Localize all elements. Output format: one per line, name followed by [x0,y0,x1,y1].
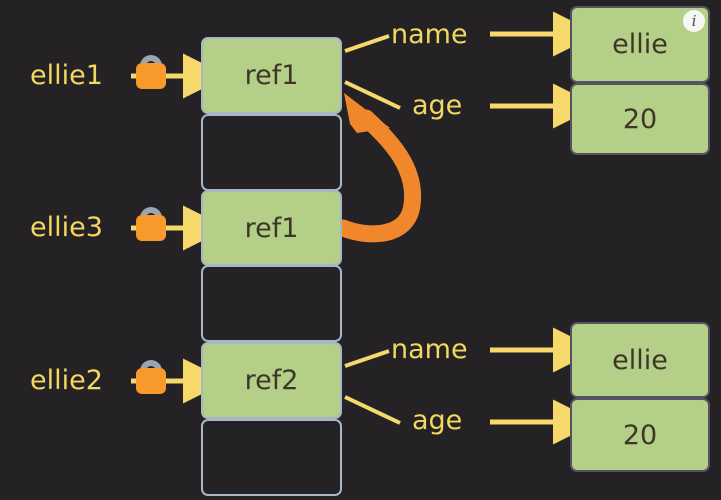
object-field-value-obj2-age[interactable]: 20 [570,398,710,472]
object-field-value-obj2-name[interactable]: ellie [570,322,710,398]
stack-cell-5[interactable] [201,419,342,496]
lock-icon-ellie3 [136,207,166,241]
variable-label-ellie2: ellie2 [30,365,103,396]
lock-icon-ellie2 [136,360,166,394]
field-connector-obj2-name [344,349,390,368]
stack-cell-3[interactable] [201,265,342,342]
variable-label-ellie1: ellie1 [30,60,103,91]
stack-cell-4[interactable]: ref2 [201,342,342,419]
field-label-obj1-name: name [391,19,468,50]
stack-cell-0[interactable]: ref1 [201,37,342,114]
field-label-obj2-name: name [391,334,468,365]
variable-label-ellie3: ellie3 [30,212,103,243]
field-connector-obj1-name [344,34,390,53]
field-label-obj1-age: age [412,90,463,121]
lock-icon-ellie1 [136,55,166,89]
field-label-obj2-age: age [412,405,463,436]
field-connector-obj1-age [344,80,401,110]
stack-cell-1[interactable] [201,114,342,191]
field-connector-obj2-age [344,395,401,425]
stack-cell-2[interactable]: ref1 [201,190,342,266]
info-icon[interactable]: i [683,10,705,32]
reassign-curved-arrow [334,93,422,243]
object-field-value-obj1-age[interactable]: 20 [570,83,710,155]
